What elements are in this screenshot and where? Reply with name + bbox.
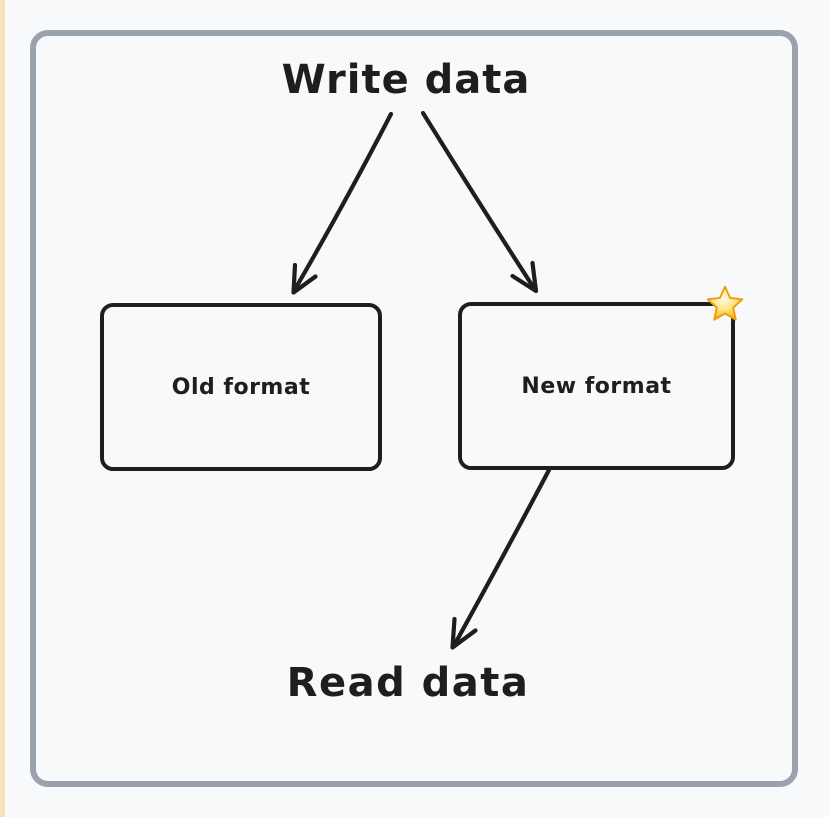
read-data-label: Read data (286, 660, 530, 706)
new-format-label: New format (521, 373, 672, 399)
star-icon (706, 285, 744, 321)
page-edge-stripe (0, 0, 5, 817)
old-format-node: Old format (100, 303, 382, 471)
write-data-label: Write data (281, 57, 531, 103)
new-format-node: New format (458, 302, 735, 470)
old-format-label: Old format (171, 374, 311, 400)
canvas-frame (30, 30, 798, 787)
